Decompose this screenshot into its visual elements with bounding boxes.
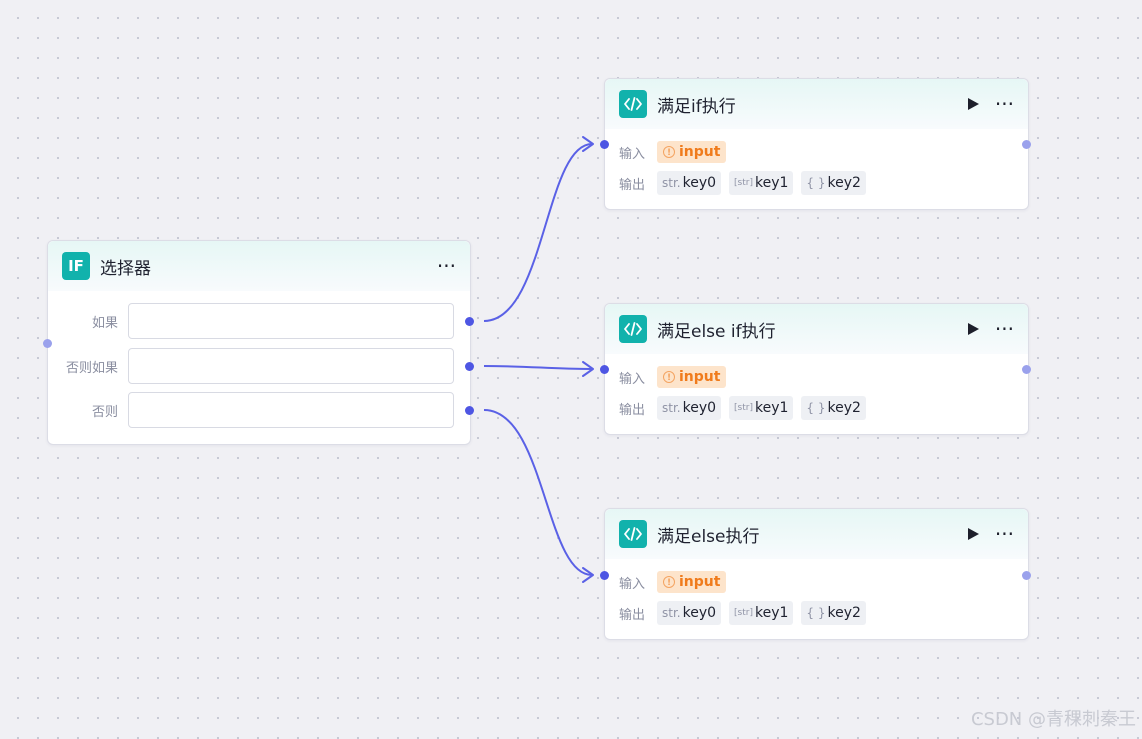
more-icon[interactable]: ··· [436,254,456,278]
code-node-header[interactable]: 满足if执行 ··· [605,79,1028,129]
warning-icon: ! [663,576,675,588]
play-icon[interactable] [967,98,979,110]
output-var-key2[interactable]: { }key2 [801,601,866,625]
code-node-else-input-port[interactable] [600,571,609,580]
output-row: 输出 str.key0 [str]key1 { }key2 [619,396,874,420]
object-type-icon: { } [806,401,826,415]
code-icon [619,520,647,548]
selector-node-header[interactable]: IF 选择器 ··· [48,241,470,291]
string-array-type-icon: [str] [734,403,753,413]
play-icon[interactable] [967,323,979,335]
code-icon [619,90,647,118]
input-tag[interactable]: ! input [657,141,727,163]
code-node-else-output-port[interactable] [1022,571,1031,580]
output-var-key1[interactable]: [str]key1 [729,601,794,625]
warning-icon: ! [663,146,675,158]
output-row: 输出 str.key0 [str]key1 { }key2 [619,601,874,625]
condition-label: 否则 [91,404,118,420]
edge-else-if-arrow [582,361,594,377]
edge-else[interactable] [483,409,593,576]
output-var-key2[interactable]: { }key2 [801,396,866,420]
output-var-key1[interactable]: [str]key1 [729,396,794,420]
edge-else-arrow [582,567,594,583]
code-node-else[interactable]: 满足else执行 ··· 输入 ! input 输出 str.key0 [str… [604,508,1029,640]
input-row: 输入 ! input [619,141,727,163]
output-var-key0[interactable]: str.key0 [657,396,722,420]
output-label: 输出 [619,402,646,418]
selector-input-port[interactable] [43,339,52,348]
output-var-name: key1 [754,605,789,621]
selector-node[interactable]: IF 选择器 ··· 如果 否则如果 否则 [47,240,471,445]
output-var-name: key2 [827,175,861,191]
output-var-name: key0 [682,400,717,416]
output-var-key0[interactable]: str.key0 [657,171,722,195]
string-array-type-icon: [str] [734,608,753,618]
watermark: CSDN @青稞刺秦王 [970,709,1136,730]
string-type-icon: str. [662,401,681,415]
input-tag-label: input [679,369,721,385]
code-icon [619,315,647,343]
code-node-header[interactable]: 满足else执行 ··· [605,509,1028,559]
code-node-if[interactable]: 满足if执行 ··· 输入 ! input 输出 str.key0 [str]k… [604,78,1029,210]
code-node-header[interactable]: 满足else if执行 ··· [605,304,1028,354]
output-var-name: key2 [827,605,861,621]
output-var-name: key0 [682,175,717,191]
else-if-output-port[interactable] [465,362,474,371]
code-node-if-output-port[interactable] [1022,140,1031,149]
string-type-icon: str. [662,176,681,190]
edge-if[interactable] [483,143,593,322]
code-node-title: 满足if执行 [657,96,736,117]
code-node-if-input-port[interactable] [600,140,609,149]
edge-else-if[interactable] [483,365,593,370]
condition-row-else: 否则 [48,392,454,428]
output-var-name: key0 [682,605,717,621]
else-output-port[interactable] [465,406,474,415]
object-type-icon: { } [806,606,826,620]
output-var-name: key1 [754,175,789,191]
more-icon[interactable]: ··· [994,317,1014,341]
input-tag-label: input [679,144,721,160]
output-var-key0[interactable]: str.key0 [657,601,722,625]
condition-input-if[interactable] [128,303,454,339]
code-node-else-if-input-port[interactable] [600,365,609,374]
input-label: 输入 [619,146,646,162]
condition-input-else[interactable] [128,392,454,428]
output-label: 输出 [619,177,646,193]
warning-icon: ! [663,371,675,383]
input-tag[interactable]: ! input [657,571,727,593]
output-var-name: key1 [754,400,789,416]
output-label: 输出 [619,607,646,623]
input-tag[interactable]: ! input [657,366,727,388]
code-node-title: 满足else if执行 [657,321,776,342]
if-output-port[interactable] [465,317,474,326]
input-row: 输入 ! input [619,366,727,388]
play-icon[interactable] [967,528,979,540]
more-icon[interactable]: ··· [994,522,1014,546]
condition-label: 如果 [91,315,118,331]
input-label: 输入 [619,371,646,387]
edge-if-arrow [582,136,594,152]
input-tag-label: input [679,574,721,590]
more-icon[interactable]: ··· [994,92,1014,116]
condition-row-if: 如果 [48,303,454,339]
string-array-type-icon: [str] [734,178,753,188]
output-var-name: key2 [827,400,861,416]
string-type-icon: str. [662,606,681,620]
condition-row-else-if: 否则如果 [48,348,454,384]
condition-input-else-if[interactable] [128,348,454,384]
output-var-key2[interactable]: { }key2 [801,171,866,195]
code-node-title: 满足else执行 [657,526,760,547]
input-row: 输入 ! input [619,571,727,593]
code-node-else-if-output-port[interactable] [1022,365,1031,374]
output-row: 输出 str.key0 [str]key1 { }key2 [619,171,874,195]
selector-node-title: 选择器 [100,258,151,279]
object-type-icon: { } [806,176,826,190]
condition-label: 否则如果 [65,360,118,376]
output-var-key1[interactable]: [str]key1 [729,171,794,195]
code-node-else-if[interactable]: 满足else if执行 ··· 输入 ! input 输出 str.key0 [… [604,303,1029,435]
if-logo-icon: IF [62,252,90,280]
input-label: 输入 [619,576,646,592]
